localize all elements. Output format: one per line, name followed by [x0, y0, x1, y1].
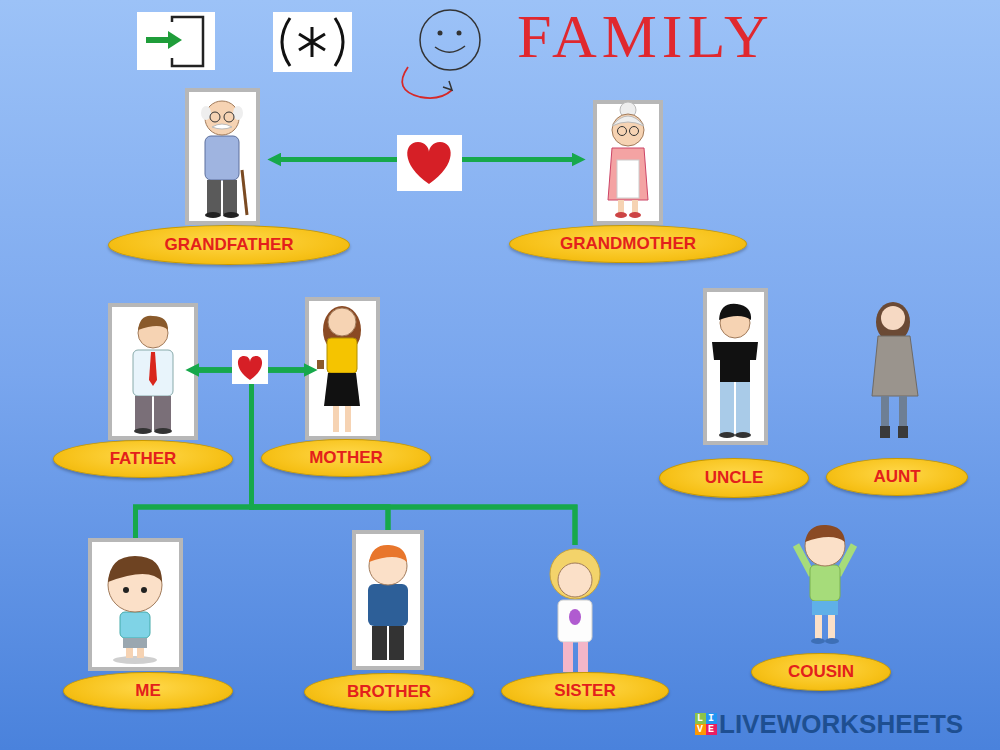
name-label-ellipse: FATHER — [53, 440, 233, 478]
member-name: ME — [135, 681, 161, 701]
family-member-card: COUSIN — [790, 518, 860, 648]
family-member-card: ME — [88, 538, 183, 671]
mother-figure — [317, 306, 361, 432]
family-member-card: AUNT — [866, 295, 926, 440]
watermark: LIVEWORKSHEETS — [719, 708, 963, 740]
member-name: GRANDFATHER — [164, 235, 293, 255]
name-label-ellipse: MOTHER — [261, 439, 431, 477]
family-member-card: GRANDMOTHER — [593, 100, 663, 225]
family-member-card: UNCLE — [703, 288, 768, 445]
me-figure — [108, 556, 162, 664]
grandmother-figure — [608, 102, 648, 218]
cousin-figure — [796, 525, 854, 644]
name-label-ellipse: BROTHER — [304, 673, 474, 711]
grandfather-figure — [201, 101, 247, 218]
picture-frames — [90, 90, 766, 669]
title: FAMILY — [517, 5, 774, 67]
family-member-card: BROTHER — [352, 530, 424, 670]
aunt-figure — [872, 302, 918, 438]
member-name: UNCLE — [705, 468, 764, 488]
family-member-card: MOTHER — [305, 297, 380, 440]
family-line — [252, 370, 576, 545]
name-label-ellipse: SISTER — [501, 672, 669, 710]
heart-icon — [397, 135, 462, 191]
family-line — [198, 370, 575, 545]
logo-letters: LIVE — [697, 713, 719, 735]
member-name: SISTER — [554, 681, 615, 701]
name-label-ellipse: ME — [63, 672, 233, 710]
sister-figure — [550, 549, 600, 672]
name-label-ellipse: GRANDFATHER — [108, 225, 350, 265]
family-member-card: FATHER — [108, 303, 198, 440]
family-member-card: GRANDFATHER — [185, 88, 260, 225]
name-label-ellipse: GRANDMOTHER — [509, 225, 747, 263]
member-name: GRANDMOTHER — [560, 234, 696, 254]
name-label-ellipse: AUNT — [826, 458, 968, 496]
asterisk-icon — [273, 12, 352, 72]
member-name: COUSIN — [788, 662, 854, 682]
member-name: FATHER — [110, 449, 177, 469]
door-icon — [137, 12, 215, 70]
name-label-ellipse: COUSIN — [751, 653, 891, 691]
father-figure — [133, 316, 173, 434]
family-member-card: SISTER — [540, 545, 610, 675]
uncle-figure — [712, 304, 758, 438]
member-name: AUNT — [873, 467, 920, 487]
member-name: MOTHER — [309, 448, 383, 468]
name-label-ellipse: UNCLE — [659, 458, 809, 498]
brother-figure — [368, 545, 408, 660]
member-name: BROTHER — [347, 682, 431, 702]
smiley-icon — [402, 10, 480, 98]
heart-icon — [232, 350, 268, 384]
